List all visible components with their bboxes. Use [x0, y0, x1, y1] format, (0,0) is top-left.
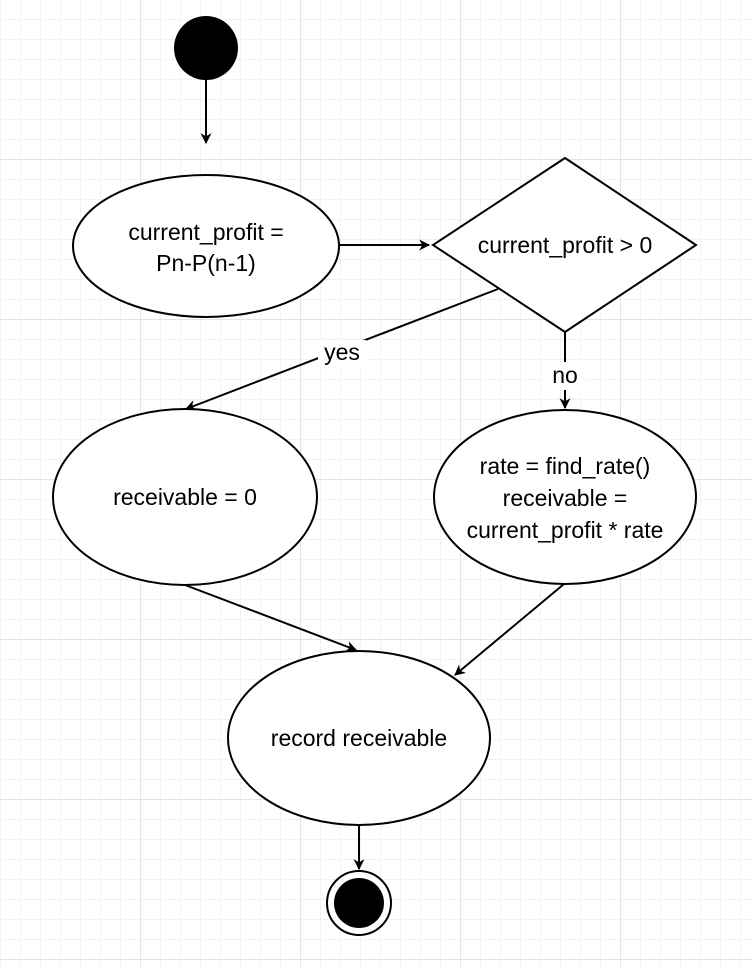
rate-receivable-node[interactable]: rate = find_rate() receivable = current_…: [433, 409, 697, 585]
compute-profit-line-2: Pn-P(n-1): [156, 250, 256, 276]
zero-receivable-node[interactable]: receivable = 0: [52, 408, 318, 586]
rate-receivable-line-1: rate = find_rate(): [480, 453, 651, 479]
profit-check-label: current_profit > 0: [478, 232, 653, 258]
rate-receivable-line-3: current_profit * rate: [467, 517, 664, 543]
no-label-bg: [545, 362, 585, 390]
edge-zero-to-record[interactable]: [184, 584, 358, 652]
rate-receivable-line-2: receivable =: [503, 485, 628, 511]
final-node[interactable]: [326, 870, 392, 936]
record-receivable-node[interactable]: record receivable: [227, 650, 491, 826]
yes-label-bg: [318, 340, 366, 366]
zero-receivable-label: receivable = 0: [113, 484, 257, 510]
edge-rate-to-record[interactable]: [454, 583, 565, 676]
yes-label: yes: [324, 339, 360, 365]
no-label: no: [552, 362, 578, 388]
compute-profit-node[interactable]: current_profit = Pn-P(n-1): [72, 174, 340, 318]
initial-node[interactable]: [174, 16, 238, 80]
record-receivable-label: record receivable: [271, 725, 447, 751]
profit-check-decision[interactable]: current_profit > 0: [431, 156, 698, 334]
compute-profit-line-1: current_profit =: [128, 219, 283, 245]
